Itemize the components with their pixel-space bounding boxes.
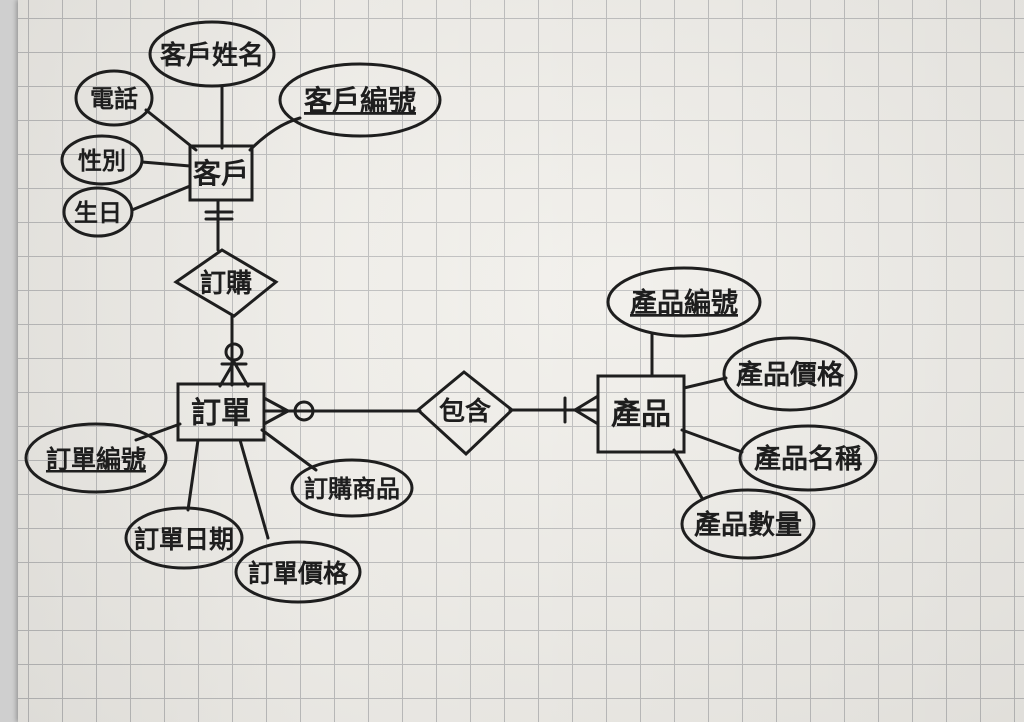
svg-text:產品數量: 產品數量 <box>694 509 802 541</box>
relationship-contains: 包含 <box>415 370 515 457</box>
line-customer-id <box>248 116 302 152</box>
svg-text:產品名稱: 產品名稱 <box>754 443 862 475</box>
cardinality-many-1a <box>218 360 236 388</box>
line-customer-birthday <box>130 184 192 212</box>
attribute-order-product: 訂購商品 <box>290 458 414 518</box>
attribute-order-date: 訂單日期 <box>124 506 244 570</box>
relationship-places-order: 訂購 <box>173 248 279 318</box>
svg-text:客戶姓名: 客戶姓名 <box>160 40 264 71</box>
line-customer-phone <box>144 108 198 152</box>
attribute-customer-birthday: 生日 <box>62 186 134 238</box>
line-customer-gender <box>140 160 192 168</box>
line-product-name <box>680 428 744 454</box>
svg-text:電話: 電話 <box>90 85 138 113</box>
attribute-order-price: 訂單價格 <box>234 540 362 604</box>
line-order-date <box>186 438 200 512</box>
line-product-price <box>682 376 728 390</box>
attribute-order-id: 訂單編號 <box>24 422 168 494</box>
attribute-customer-gender: 性別 <box>60 134 144 186</box>
svg-text:訂單日期: 訂單日期 <box>134 525 234 554</box>
attribute-product-id: 產品編號 <box>606 266 762 338</box>
attribute-product-name: 產品名稱 <box>738 424 878 492</box>
svg-text:生日: 生日 <box>74 199 122 227</box>
attribute-product-quantity: 產品數量 <box>680 488 816 560</box>
grid-paper <box>18 0 1024 722</box>
cardinality-zero-circle-2 <box>293 400 315 422</box>
attribute-customer-name: 客戶姓名 <box>148 20 276 88</box>
svg-text:客戶: 客戶 <box>193 157 249 190</box>
cardinality-many-2b <box>262 409 290 426</box>
svg-text:產品編號: 產品編號 <box>630 287 738 319</box>
cardinality-many-3a <box>573 394 600 412</box>
svg-text:訂購: 訂購 <box>200 268 252 299</box>
cardinality-many-3b <box>573 408 600 426</box>
attribute-product-price: 產品價格 <box>722 336 858 412</box>
line-product-quantity <box>672 448 704 500</box>
entity-product: 產品 <box>596 374 686 454</box>
connector-lines <box>130 84 744 540</box>
svg-text:訂單價格: 訂單價格 <box>248 559 349 588</box>
line-order-product <box>260 428 318 472</box>
svg-text:客戶編號: 客戶編號 <box>304 84 416 117</box>
cardinality-many-1b <box>232 360 250 388</box>
attribute-customer-phone: 電話 <box>74 69 154 127</box>
svg-text:產品: 產品 <box>611 397 671 432</box>
line-order-price <box>238 438 270 540</box>
line-order-id <box>134 422 182 442</box>
svg-text:性別: 性別 <box>78 147 126 175</box>
svg-text:訂購商品: 訂購商品 <box>304 475 400 503</box>
cardinality-many-2a <box>262 396 290 413</box>
svg-text:訂單: 訂單 <box>191 396 251 431</box>
entity-customer: 客戶 <box>188 144 254 202</box>
cardinality-zero-circle-1 <box>224 342 244 362</box>
svg-text:產品價格: 產品價格 <box>736 359 845 391</box>
svg-text:包含: 包含 <box>439 396 492 427</box>
entity-order: 訂單 <box>176 382 266 442</box>
svg-text:訂單編號: 訂單編號 <box>46 445 146 474</box>
attribute-customer-id: 客戶編號 <box>278 62 442 138</box>
